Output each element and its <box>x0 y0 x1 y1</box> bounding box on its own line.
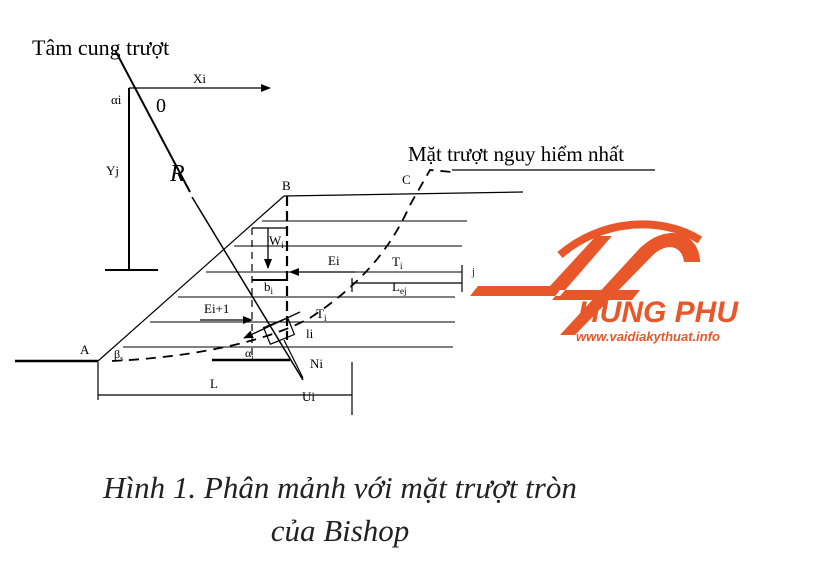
radius-line <box>114 49 191 193</box>
beta-label: βs <box>114 347 123 363</box>
bi-label: bi <box>264 279 274 296</box>
yj-label: Yj <box>106 163 119 178</box>
radius-line-lower <box>191 196 304 381</box>
origin-label: 0 <box>156 95 166 117</box>
logo-name: HUNG PHU <box>578 296 739 329</box>
ni-label: Ni <box>310 356 323 371</box>
slip-surface-label: Mặt trượt nguy hiểm nhất <box>408 142 624 166</box>
ni-line <box>283 339 304 379</box>
logo-road-mark <box>470 233 700 335</box>
radius-label: R <box>169 161 185 187</box>
alpha-top-label: αi <box>111 92 122 107</box>
li-label: li <box>306 326 314 341</box>
ei-label: Ei <box>328 253 340 268</box>
lej-label: Lej <box>392 279 406 296</box>
point-b-label: B <box>282 178 291 193</box>
wi-label: Wi <box>269 233 284 250</box>
slice-lines <box>123 220 467 348</box>
logo-website: www.vaidiakythuat.info <box>576 329 720 344</box>
ti-arrow <box>243 311 301 339</box>
ui-label: Ui <box>302 389 315 404</box>
point-c-label: C <box>402 172 411 187</box>
ei1-label: Ei+1 <box>204 301 229 316</box>
length-label: L <box>210 376 218 391</box>
ti-lower-label: Ti <box>316 306 327 323</box>
center-title: Tâm cung trượt <box>32 35 169 60</box>
xi-label: Xi <box>193 71 206 86</box>
caption-line-2: của Bishop <box>270 513 410 548</box>
slice-base-box <box>262 317 296 345</box>
slope-face <box>97 195 285 362</box>
hung-phu-logo: HUNG PHU www.vaidiakythuat.info <box>470 220 739 344</box>
caption-line-1: Hình 1. Phân mảnh với mặt trượt tròn <box>103 470 577 505</box>
logo-swoosh <box>557 220 703 259</box>
ti-label: Ti <box>392 254 403 271</box>
crest-line <box>283 191 524 197</box>
j-label: j <box>471 267 475 278</box>
slip-surface <box>111 169 453 362</box>
alpha-bottom-label: αi <box>245 346 254 362</box>
point-a-label: A <box>80 342 90 357</box>
